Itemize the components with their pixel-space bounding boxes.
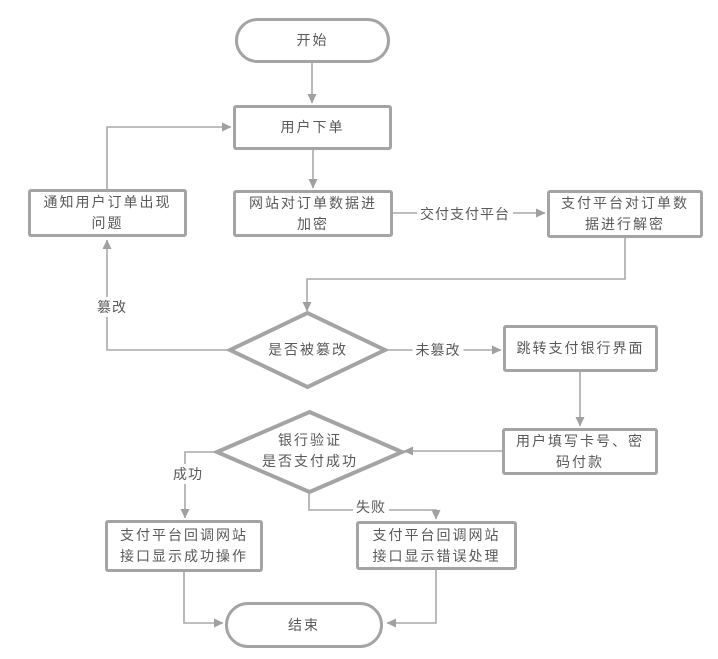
encrypt-node: 网站对订单数据进 加密 [233,190,393,237]
callback-error-node: 支付平台回调网站 接口显示错误处理 [356,521,517,570]
encrypt-label: 网站对订单数据进 加密 [249,194,377,232]
edge-label-deliver-platform: 交付支付平台 [417,204,513,224]
edge-label-fail: 失败 [353,497,389,517]
callback-success-label: 支付平台回调网站 接口显示成功操作 [120,527,248,564]
start-node: 开始 [235,18,390,63]
end-node: 结束 [225,602,383,648]
connector-notify-to-user-order [106,122,232,189]
notify-problem-label: 通知用户订单出现 问题 [43,194,172,231]
notify-problem-node: 通知用户订单出现 问题 [28,189,187,237]
jump-bank-label: 跳转支付银行界面 [516,340,645,356]
verify-pay-diamond [211,409,408,495]
fill-card-label: 用户填写卡号、密 码付款 [516,432,644,470]
decrypt-node: 支付平台对订单数 据进行解密 [547,190,703,238]
edge-label-tampered: 篡改 [94,297,130,317]
connector-decrypt-to-check-tampered [302,238,626,312]
user-order-node: 用户下单 [233,105,392,150]
edge-label-not-tampered: 未篡改 [412,340,464,360]
check-tampered-diamond [225,310,390,390]
connector-callback-success-to-end [183,572,224,628]
connector-tampered-to-notify [102,239,230,351]
check-tampered-label: 是否被篡改 [268,341,348,358]
callback-success-node: 支付平台回调网站 接口显示成功操作 [105,520,263,572]
connector-success-to-callback-success [180,451,217,519]
callback-error-label: 支付平台回调网站 接口显示错误处理 [372,526,501,564]
jump-bank-node: 跳转支付银行界面 [503,325,658,372]
fill-card-node: 用户填写卡号、密 码付款 [502,428,658,475]
connector-callback-error-to-end [386,570,437,628]
end-node-label: 结束 [288,616,320,633]
decrypt-label: 支付平台对订单数 据进行解密 [561,195,689,232]
edge-label-success: 成功 [170,464,206,484]
start-node-label: 开始 [296,32,329,48]
user-order-label: 用户下单 [280,119,345,135]
verify-pay-label: 银行验证 是否支付成功 [262,432,358,469]
